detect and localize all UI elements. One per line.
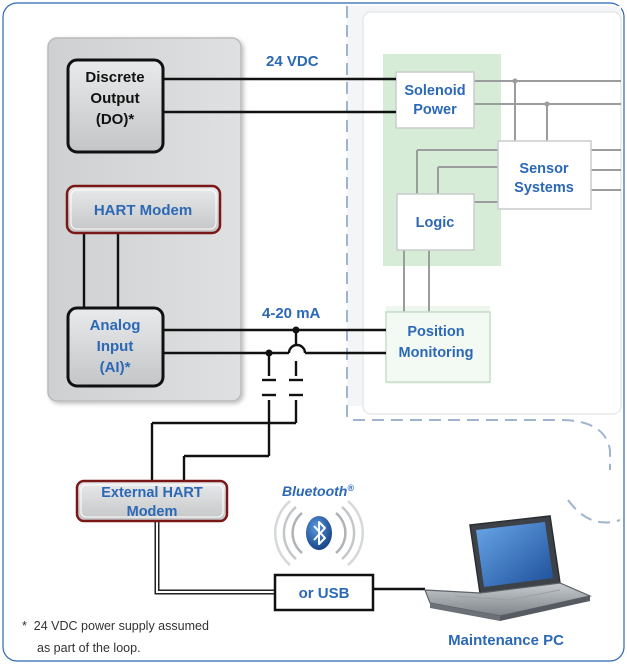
position-label: Monitoring xyxy=(399,345,474,361)
solenoid-label: Solenoid xyxy=(404,83,465,99)
sensor-label: Sensor xyxy=(519,161,569,177)
do-label: (DO)* xyxy=(96,111,134,128)
bluetooth-label: Bluetooth® xyxy=(282,483,354,499)
valve-dashed-arc xyxy=(567,499,621,524)
maintenance-pc-label: Maintenance PC xyxy=(448,632,564,649)
hart-modem-label: HART Modem xyxy=(94,202,192,219)
sensor-systems-box: Sensor Systems xyxy=(497,140,592,210)
ai-label: Analog xyxy=(90,317,141,334)
sensor-label: Systems xyxy=(514,180,574,196)
logic-box: Logic xyxy=(396,193,475,251)
current-label: 4-20 mA xyxy=(262,305,321,322)
wire-junction-dot xyxy=(265,349,273,357)
valve-dashed-boundary xyxy=(346,6,611,470)
valve-junction-dot xyxy=(512,78,518,84)
valve-junction-dot xyxy=(544,101,550,107)
do-label: Discrete xyxy=(85,69,144,86)
usb-box: or USB xyxy=(273,573,375,612)
solenoid-label: Power xyxy=(413,102,457,118)
external-modem-label: External HART xyxy=(101,485,203,501)
position-monitoring-box: Position Monitoring xyxy=(385,311,491,383)
wire-junction-dot xyxy=(292,326,300,334)
solenoid-power-box: Solenoid Power xyxy=(395,71,475,129)
external-modem-label: Modem xyxy=(127,504,178,520)
external-hart-modem: External HART Modem xyxy=(75,479,229,523)
loop-wiring xyxy=(82,77,425,591)
discrete-output-module: Discrete Output (DO)* xyxy=(66,58,165,154)
footnote-line-2: as part of the loop. xyxy=(37,641,141,655)
ai-label: (AI)* xyxy=(100,359,131,376)
usb-label: or USB xyxy=(299,585,350,602)
hart-modem-module: HART Modem xyxy=(65,184,222,235)
do-label: Output xyxy=(90,90,139,107)
bluetooth-icon xyxy=(273,500,365,566)
footnote-line-1: * 24 VDC power supply assumed xyxy=(22,619,209,633)
voltage-label: 24 VDC xyxy=(266,53,319,70)
position-label: Position xyxy=(407,324,464,340)
ai-label: Input xyxy=(97,338,134,355)
logic-label: Logic xyxy=(416,215,455,231)
usb-cable-core xyxy=(156,521,275,593)
analog-input-module: Analog Input (AI)* xyxy=(66,306,165,388)
laptop-icon xyxy=(424,515,592,621)
